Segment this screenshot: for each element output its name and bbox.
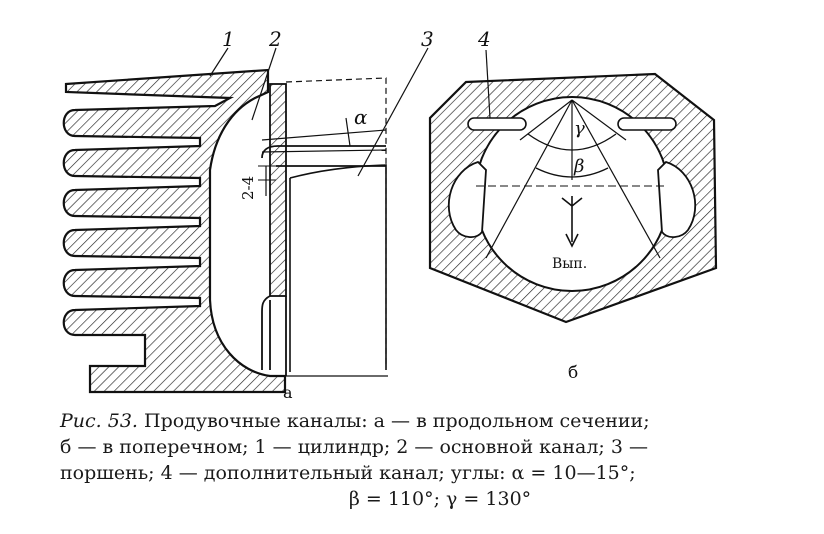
cylinder-wall — [62, 68, 287, 394]
longitudinal-section-view: 1 2 3 α 2-4 а — [62, 27, 434, 402]
leader-2 — [251, 47, 277, 121]
label-1: 1 — [222, 27, 235, 51]
label-2: 2 — [268, 27, 282, 51]
left-transfer-port — [447, 160, 487, 238]
caption-prefix: Рис. 53. — [60, 410, 138, 432]
caption-line-1-text: Продувочные каналы: а — в продольном сеч… — [144, 410, 650, 432]
alpha-arc — [345, 117, 351, 147]
label-dim: 2-4 — [239, 176, 257, 200]
piston-outline — [289, 164, 387, 372]
caption-line-2: б — в поперечном; 1 — цилиндр; 2 — основ… — [60, 436, 648, 458]
label-view-a: а — [283, 383, 293, 402]
additional-channel-right — [617, 117, 677, 131]
label-3: 3 — [421, 27, 434, 51]
figure-caption: Рис. 53. Продувочные каналы: а — в продо… — [60, 408, 780, 512]
leader-1 — [209, 47, 229, 77]
flow-lines — [485, 99, 661, 259]
blowdown-channels-figure: 1 2 3 α 2-4 а 4 γ — [62, 27, 718, 402]
label-gamma: γ — [574, 118, 585, 139]
caption-line-4: β = 110°; γ = 130° — [348, 488, 532, 510]
leader-3 — [357, 47, 429, 177]
main-channel-strip — [269, 83, 287, 297]
cylinder-top-line — [285, 77, 387, 366]
caption-line-1: Рис. 53. Продувочные каналы: а — в продо… — [60, 408, 780, 434]
alpha-line-1 — [261, 129, 387, 141]
exhaust-arrow — [561, 196, 583, 248]
label-exhaust: Вып. — [552, 256, 587, 272]
gamma-arc — [527, 133, 617, 151]
beta-arc — [535, 167, 609, 178]
label-alpha: α — [354, 105, 368, 129]
label-view-b: б — [568, 363, 578, 383]
caption-line-3: поршень; 4 — дополнительный канал; углы:… — [60, 462, 636, 484]
cross-section-view: 4 γ β Вып. б — [428, 27, 718, 383]
leader-4 — [485, 49, 491, 119]
channel-passage — [261, 295, 287, 376]
alpha-line-2 — [261, 149, 387, 153]
label-beta: β — [573, 156, 584, 177]
label-4: 4 — [477, 27, 491, 51]
additional-channel-left — [467, 117, 527, 131]
right-transfer-port — [657, 160, 697, 238]
